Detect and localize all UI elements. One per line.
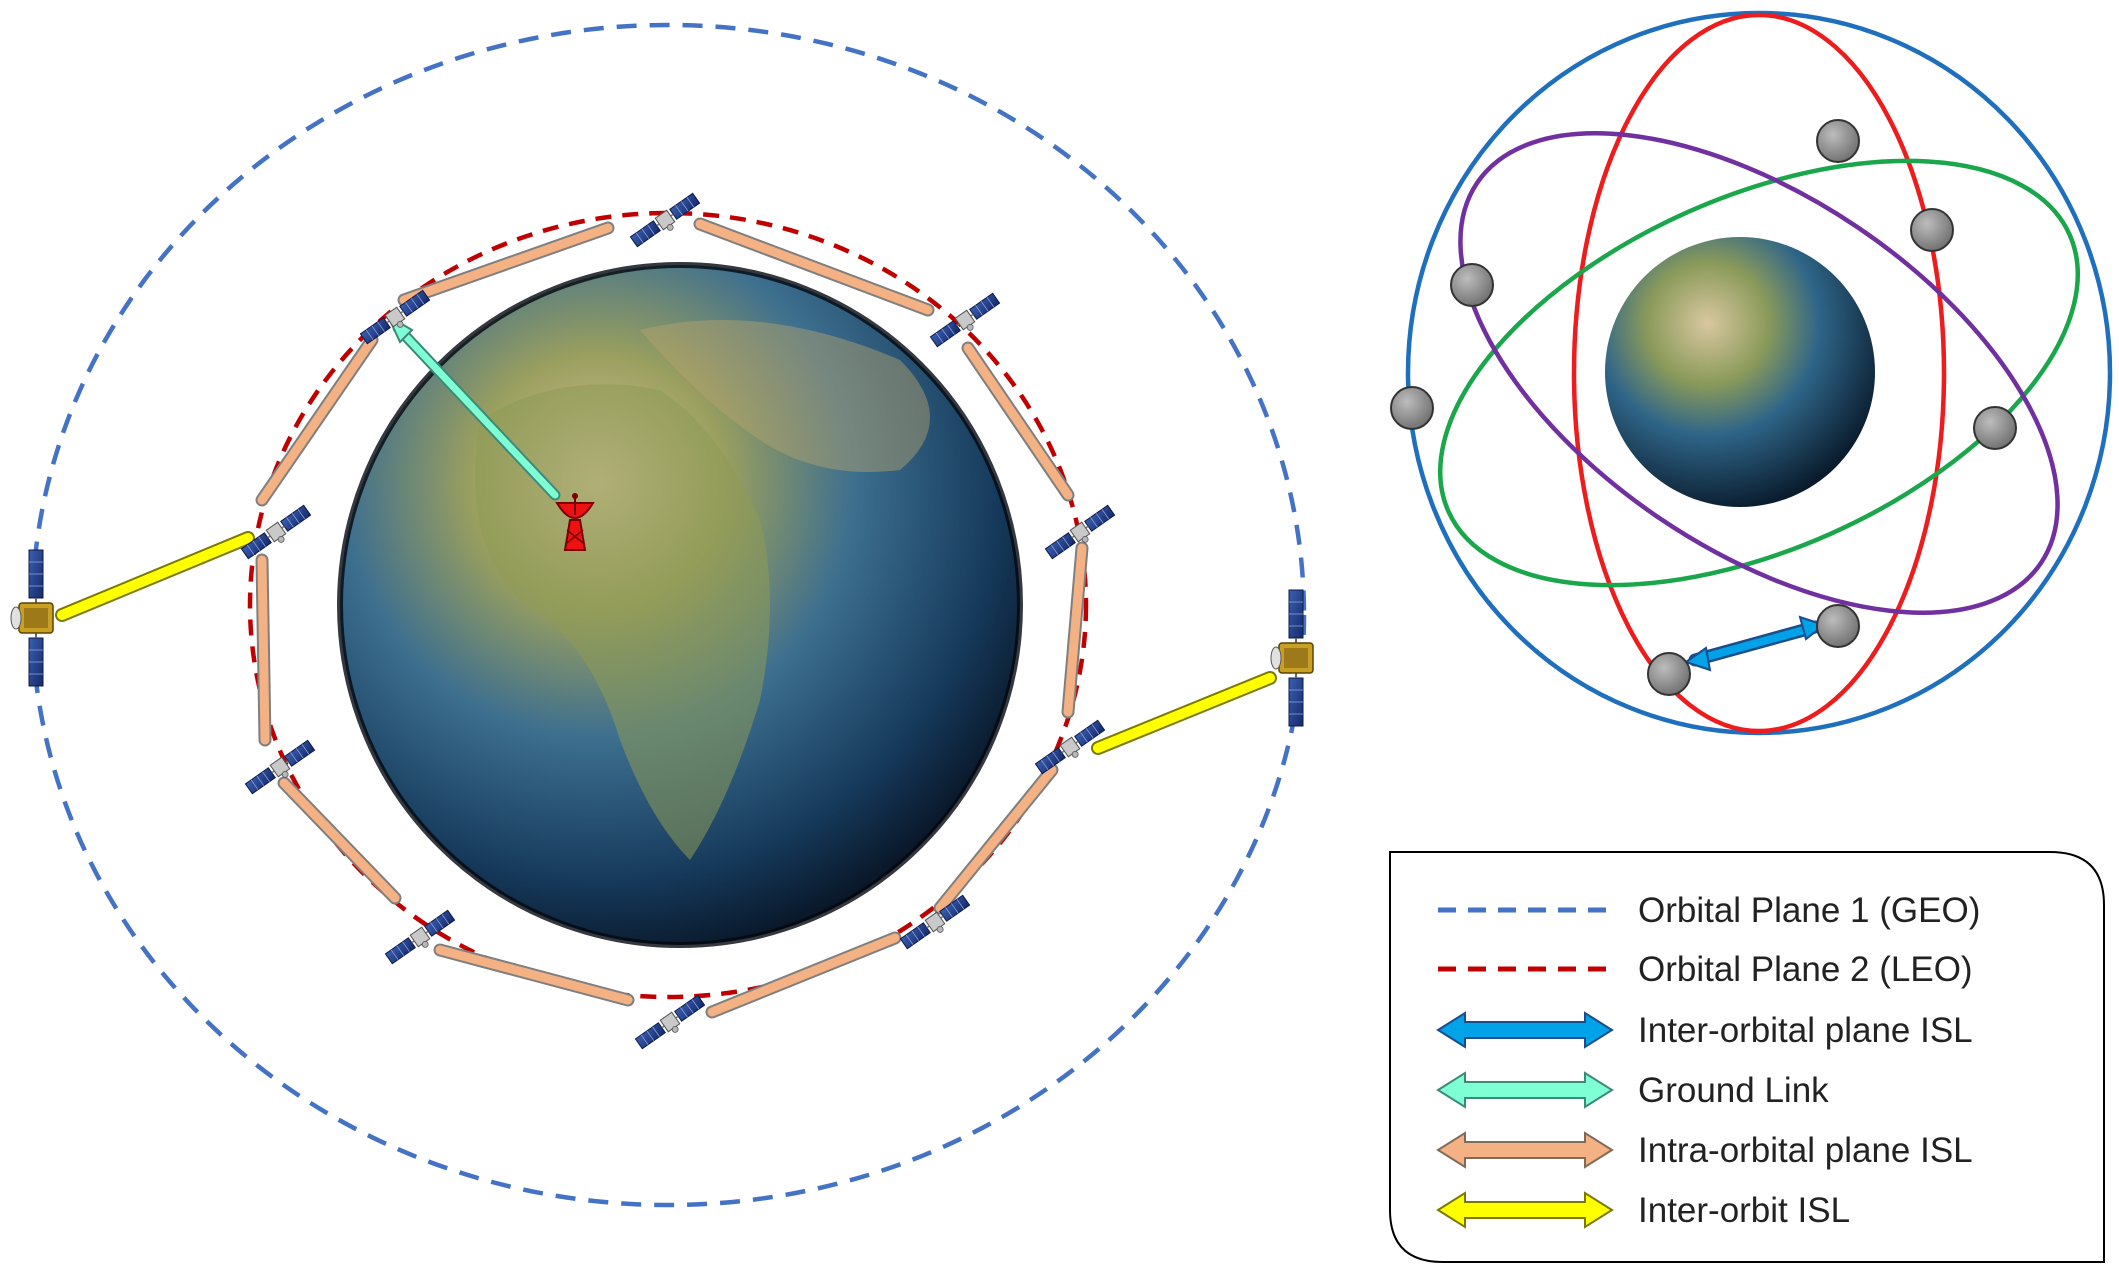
legend-label-intra-orbital-plane-isl: Intra-orbital plane ISL bbox=[1638, 1131, 1973, 1170]
left-diagram bbox=[10, 22, 1314, 1208]
inter-orbital-isl-link bbox=[1683, 615, 1827, 672]
orbit-purple bbox=[1458, 131, 2060, 615]
satellite-icon bbox=[359, 288, 434, 350]
legend: Orbital Plane 1 (GEO) Orbital Plane 2 (L… bbox=[1389, 851, 2105, 1263]
orbit-green bbox=[1438, 158, 2080, 588]
satellite-icon bbox=[244, 738, 319, 800]
satellite-nodes bbox=[1390, 119, 2017, 696]
legend-swatch-ground-link bbox=[1436, 1071, 1614, 1109]
satellite-node-icon bbox=[1450, 263, 1494, 307]
satellite-node-icon bbox=[1647, 652, 1691, 696]
legend-label-inter-orbit-isl: Inter-orbit ISL bbox=[1638, 1191, 1850, 1230]
satellite-node-icon bbox=[1390, 386, 1434, 430]
intra-orbital-isl-links bbox=[255, 217, 1089, 1019]
orbit-red bbox=[1571, 12, 1947, 734]
legend-swatch-inter-orbit bbox=[1436, 1191, 1614, 1229]
legend-label-inter-orbital-plane-isl: Inter-orbital plane ISL bbox=[1638, 1011, 1973, 1050]
satellite-node-icon bbox=[1816, 119, 1860, 163]
geo-satellite-icon bbox=[1270, 589, 1314, 727]
satellite-node-icon bbox=[1910, 208, 1954, 252]
legend-label-geo: Orbital Plane 1 (GEO) bbox=[1638, 891, 1980, 930]
satellite-icon bbox=[629, 191, 704, 253]
legend-box bbox=[1389, 851, 2105, 1263]
earth-globe-icon bbox=[1605, 237, 1875, 507]
geo-satellite-icon bbox=[10, 549, 54, 687]
satellite-node-icon bbox=[1973, 406, 2017, 450]
satellite-node-icon bbox=[1816, 604, 1860, 648]
earth-globe-icon bbox=[337, 262, 1023, 948]
inter-orbit-isl-right bbox=[1091, 671, 1277, 755]
leo-orbit-path bbox=[247, 210, 1089, 1000]
satellite-icon bbox=[634, 993, 709, 1055]
legend-swatch-intra-orbital-plane bbox=[1436, 1131, 1614, 1169]
inter-orbit-isl-left bbox=[55, 531, 255, 622]
legend-label-ground-link: Ground Link bbox=[1638, 1071, 1829, 1110]
legend-swatch-inter-orbital-plane bbox=[1436, 1011, 1614, 1049]
legend-label-leo: Orbital Plane 2 (LEO) bbox=[1638, 950, 1973, 989]
right-diagram bbox=[1390, 10, 2113, 736]
